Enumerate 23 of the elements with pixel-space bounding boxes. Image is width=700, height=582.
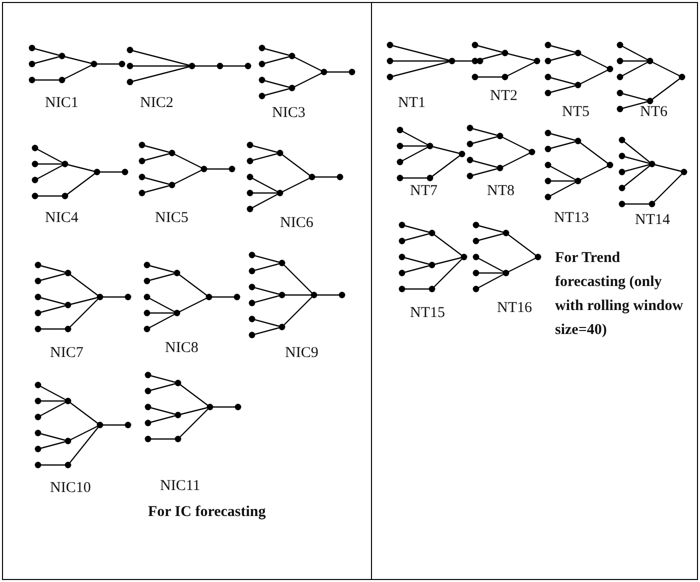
graph-label: NT5 bbox=[562, 104, 590, 121]
graph-label: NIC4 bbox=[45, 210, 78, 227]
graph-label: NT7 bbox=[410, 183, 438, 200]
graph-label: NT6 bbox=[640, 104, 668, 121]
caption-text: For Trend forecasting (only with rolling window size=40) bbox=[555, 249, 684, 340]
caption-text: For IC forecasting bbox=[148, 503, 267, 522]
graph-label: NIC9 bbox=[285, 345, 318, 362]
graph-label: NIC8 bbox=[165, 340, 198, 357]
graph-label: NT15 bbox=[410, 305, 445, 322]
graph-label: NIC10 bbox=[50, 480, 91, 497]
graph-label: NT1 bbox=[398, 95, 426, 112]
graph-label: NIC5 bbox=[155, 210, 188, 227]
graph-label: NIC11 bbox=[160, 478, 200, 495]
graph-label: NT14 bbox=[635, 212, 670, 229]
graph-label: NT16 bbox=[497, 300, 532, 317]
graph-label: NIC2 bbox=[140, 95, 174, 112]
graph-label: NIC3 bbox=[272, 105, 306, 122]
graph-label: NT8 bbox=[487, 183, 514, 200]
graph-label: NIC6 bbox=[280, 215, 314, 232]
graph-label: NIC1 bbox=[45, 95, 78, 112]
graph-label: NT2 bbox=[490, 88, 518, 105]
graph-label: NT13 bbox=[554, 210, 589, 227]
graph-label: NIC7 bbox=[50, 345, 84, 362]
